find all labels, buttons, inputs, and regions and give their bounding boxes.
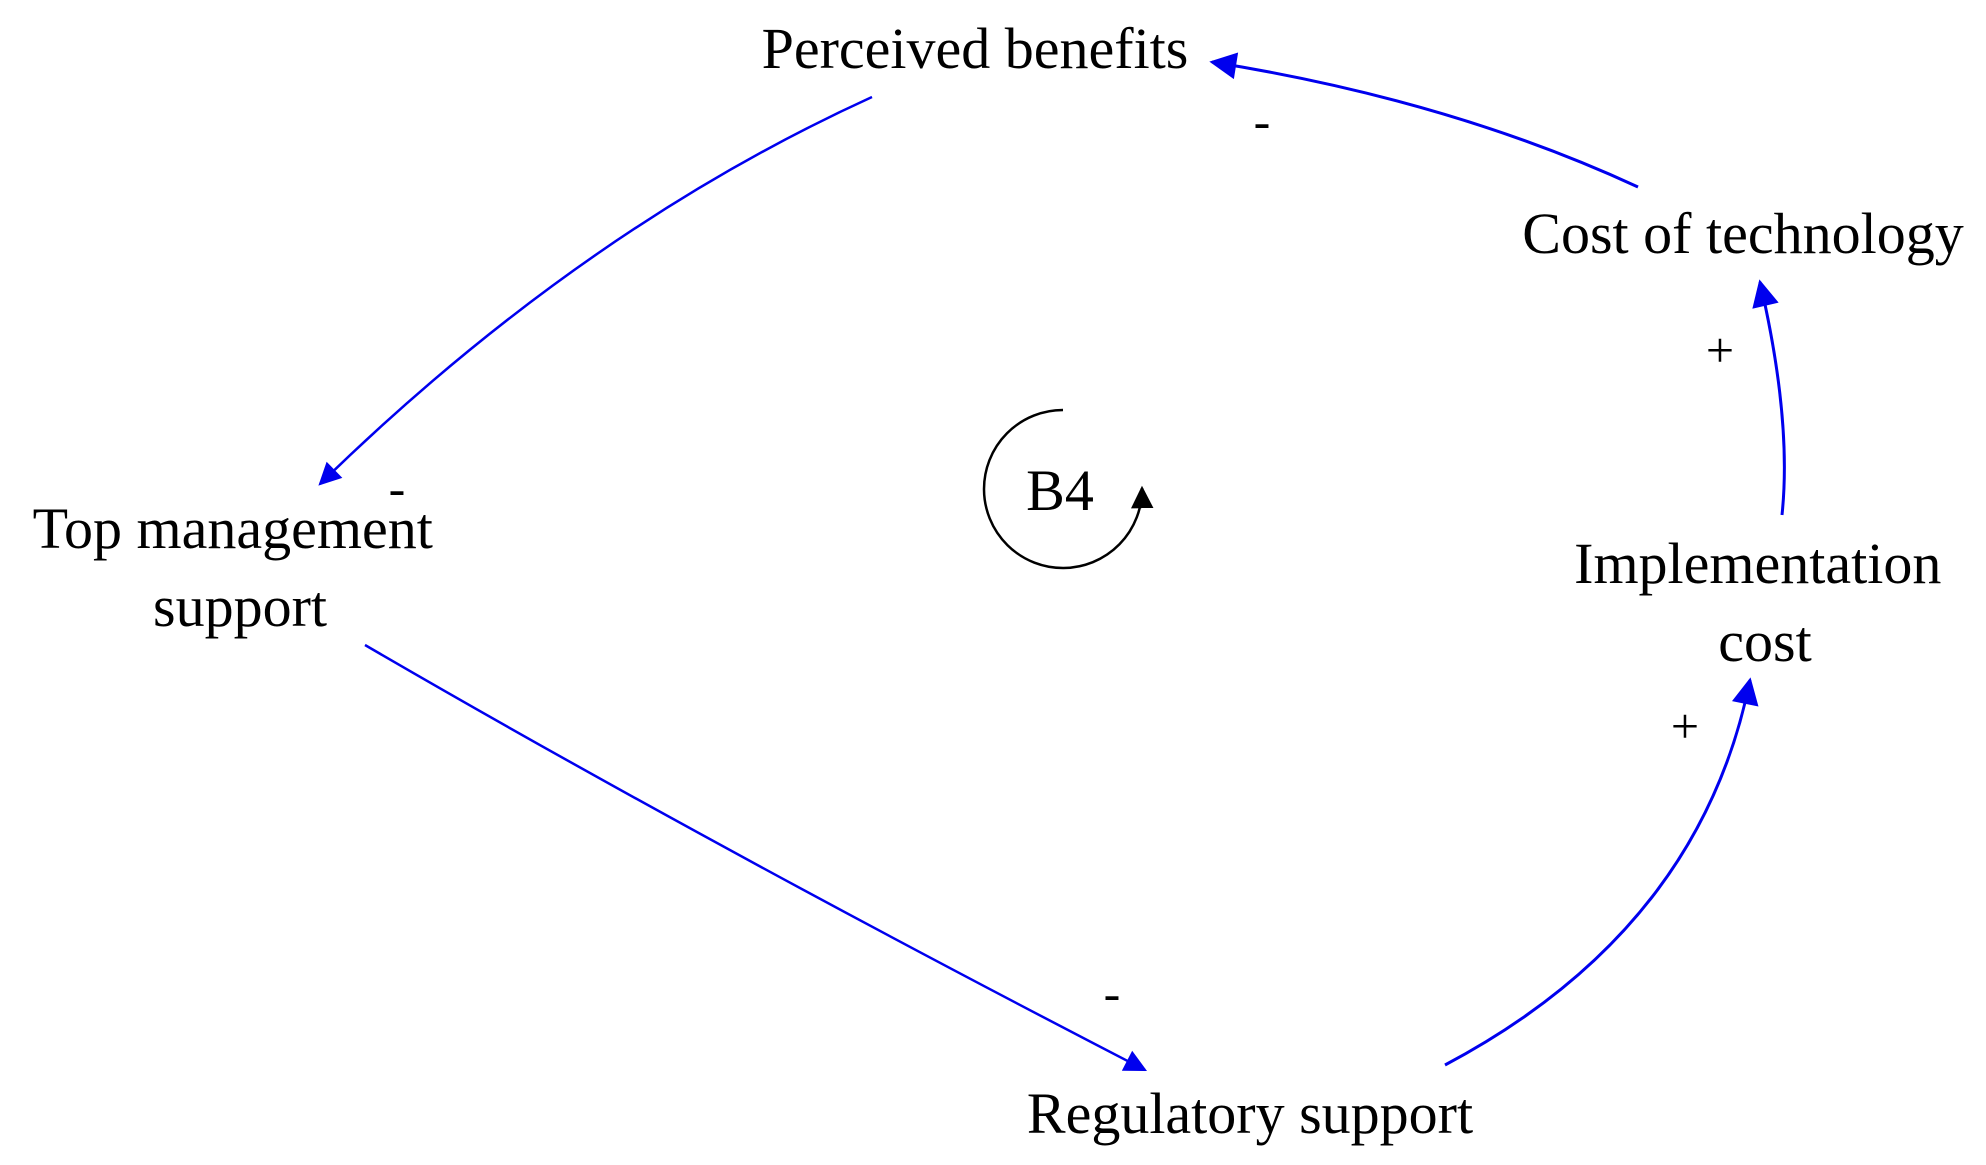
link-regulatory-to-implementation [1444, 677, 1759, 1067]
polarity-regulatory-to-implementation: + [1671, 698, 1699, 754]
node-top-management-support-line-1: Top management [33, 496, 433, 561]
loop-indicator-icon [982, 408, 1154, 570]
loop-label: B4 [1026, 458, 1094, 523]
node-top-management-support-line-2: support [153, 574, 327, 639]
polarity-cost-to-benefits: - [1254, 93, 1271, 149]
link-implementation-to-cost [1752, 279, 1786, 516]
node-implementation-cost: Implementation cost [1574, 531, 1956, 674]
polarity-top-management-to-regulatory: - [1104, 965, 1121, 1021]
link-top-management-to-regulatory [364, 643, 1147, 1072]
polarity-benefits-to-top-management: - [389, 460, 406, 516]
link-benefits-to-top-management [318, 95, 873, 486]
node-implementation-cost-line-2: cost [1718, 609, 1811, 674]
node-regulatory-support: Regulatory support [1027, 1081, 1473, 1146]
node-cost-of-technology: Cost of technology [1522, 201, 1963, 266]
node-perceived-benefits: Perceived benefits [762, 16, 1189, 81]
node-top-management-support: Top management support [33, 496, 448, 639]
link-cost-to-benefits [1209, 52, 1639, 189]
polarity-implementation-to-cost: + [1706, 322, 1734, 378]
node-implementation-cost-line-1: Implementation [1574, 531, 1941, 596]
